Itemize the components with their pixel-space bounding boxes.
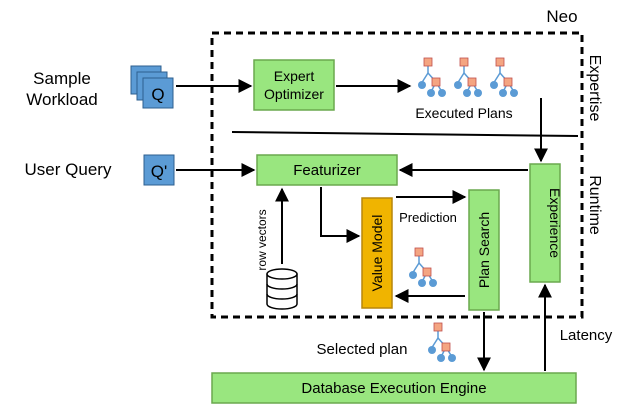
db-engine-label: Database Execution Engine: [301, 380, 486, 397]
query-icon: Q': [143, 154, 175, 186]
phase-divider: [231, 131, 579, 137]
featurizer-box: [256, 154, 398, 186]
row-vectors-label: row vectors: [255, 209, 269, 270]
query-icon-label: Q': [151, 162, 167, 181]
runtime-label: Runtime: [586, 175, 603, 235]
plan-tree-icon: [408, 247, 438, 288]
plan-tree-icon: [453, 57, 483, 98]
expert-optimizer-label-2: Optimizer: [264, 86, 324, 102]
plan-search-label: Plan Search: [476, 212, 492, 288]
latency-label: Latency: [560, 327, 613, 344]
value-model-label: Value Model: [369, 215, 385, 292]
featurizer-label: Featurizer: [293, 162, 361, 179]
user-query-label: User Query: [25, 160, 112, 179]
expert-optimizer-box: [253, 59, 335, 111]
executed-plans-label: Executed Plans: [415, 105, 512, 121]
plan-tree-icon: [427, 322, 457, 363]
plan-search-box: [468, 189, 500, 311]
sample-workload-label-2: Workload: [26, 90, 98, 109]
db-engine-box: [211, 372, 577, 404]
prediction-label: Prediction: [399, 210, 457, 225]
query-stack-icon: Q: [130, 65, 174, 109]
experience-box: [529, 163, 561, 283]
query-stack-icon-label: Q: [151, 85, 164, 104]
plan-tree-icon: [489, 57, 519, 98]
value-model-box: [361, 197, 393, 309]
neo-title: Neo: [546, 7, 577, 26]
expert-optimizer-label: Expert: [274, 68, 315, 84]
arrow-featurizer-to-value-model: [320, 187, 361, 243]
selected-plan-label: Selected plan: [317, 341, 408, 358]
sample-workload-label: Sample: [33, 69, 91, 88]
expertise-label: Expertise: [586, 55, 603, 122]
experience-label: Experience: [547, 188, 563, 258]
neo-boundary: [210, 31, 584, 319]
plan-tree-icon: [417, 57, 447, 98]
database-icon: [266, 268, 298, 310]
